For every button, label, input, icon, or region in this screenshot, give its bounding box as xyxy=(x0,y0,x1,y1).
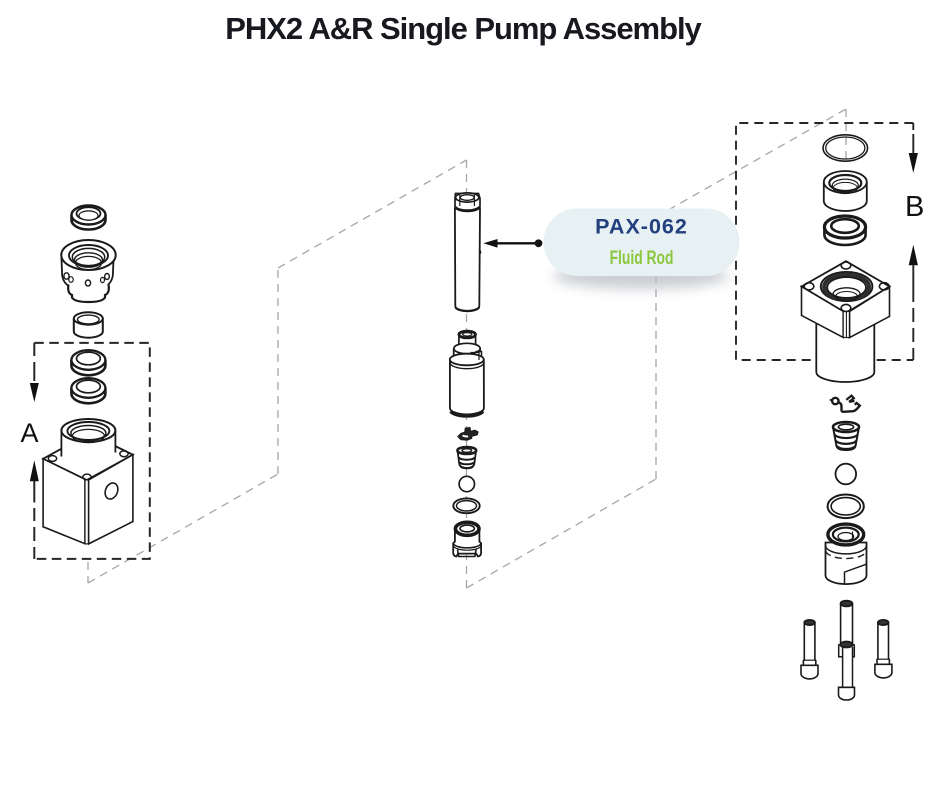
svg-text:PAX-062: PAX-062 xyxy=(595,215,688,239)
svg-text:A: A xyxy=(21,418,39,448)
svg-text:Fluid Rod: Fluid Rod xyxy=(610,247,674,269)
svg-text:B: B xyxy=(905,191,924,223)
